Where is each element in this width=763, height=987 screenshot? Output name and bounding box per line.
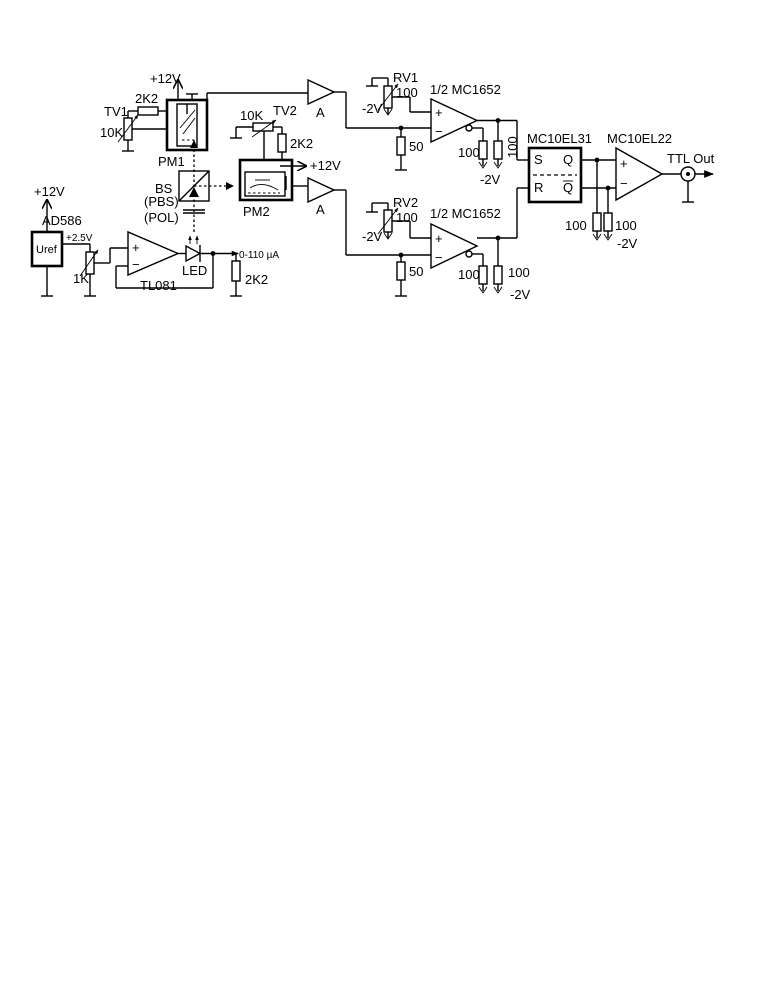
svg-text:−: − [435, 124, 443, 139]
pin-s: S [534, 152, 543, 167]
svg-text:-2V: -2V [362, 229, 383, 244]
label-10k-pm2: 10K [240, 108, 263, 123]
svg-text:A: A [316, 105, 325, 120]
amplifier-bottom: A [307, 176, 431, 256]
svg-text:100: 100 [505, 136, 520, 158]
label-pbs: (PBS) [144, 194, 179, 209]
pin-qbar: Q [563, 180, 573, 195]
label-el31: MC10EL31 [527, 131, 592, 146]
svg-text:-2V: -2V [480, 172, 501, 187]
svg-text:-2V: -2V [510, 287, 531, 302]
svg-text:+: + [435, 105, 443, 120]
svg-text:−: − [132, 257, 140, 272]
label-tv1: TV1 [104, 104, 128, 119]
amplifier-top: A [307, 78, 431, 129]
led: LED 0-110 µA 2K2 [182, 235, 279, 297]
beam-splitter: BS (PBS) (POL) [144, 170, 210, 225]
label-bs: BS [155, 181, 173, 196]
label-plus12-pm1: +12V [150, 71, 181, 86]
svg-text:+: + [132, 240, 140, 255]
label-1k: 1K [73, 271, 89, 286]
comparator-top: 1/2 MC1652 RV1 100 -2V 50 + − 10 [362, 70, 529, 187]
label-2k2-pm2: 2K2 [290, 136, 313, 151]
svg-text:+: + [620, 156, 628, 171]
svg-text:-2V: -2V [362, 101, 383, 116]
mc10el22-buffer: MC10EL22 + − TTL Out [607, 131, 715, 203]
svg-text:100: 100 [396, 85, 418, 100]
pin-q: Q [563, 152, 573, 167]
label-rv2: RV2 [393, 195, 418, 210]
label-ttl-out: TTL Out [667, 151, 715, 166]
label-ad586: AD586 [42, 213, 82, 228]
svg-text:100: 100 [458, 145, 480, 160]
svg-text:50: 50 [409, 264, 423, 279]
mc10el31-flipflop: MC10EL31 S Q R Q 100 100 -2V [527, 131, 638, 251]
pin-r: R [534, 180, 543, 195]
label-pm2: PM2 [243, 204, 270, 219]
svg-text:+: + [435, 231, 443, 246]
pot-1k: 1K [73, 244, 128, 297]
comparator-bottom: 1/2 MC1652 RV2 100 -2V 50 + − 100 [362, 187, 531, 302]
svg-text:-2V: -2V [617, 236, 638, 251]
label-tv2: TV2 [273, 103, 297, 118]
label-cmp-top: 1/2 MC1652 [430, 82, 501, 97]
label-tl081: TL081 [140, 278, 177, 293]
label-cmp-bottom: 1/2 MC1652 [430, 206, 501, 221]
ad586-reference: +12V AD586 Uref +2.5V [30, 184, 93, 297]
pm2-photomultiplier: 10K TV2 2K2 PM2 +12V [230, 103, 341, 219]
svg-text:50: 50 [409, 139, 423, 154]
label-10k-pm1: 10K [100, 125, 123, 140]
svg-text:100: 100 [615, 218, 637, 233]
light-paths [190, 140, 234, 232]
svg-text:A: A [316, 202, 325, 217]
label-plus12-ad586: +12V [34, 184, 65, 199]
label-2k2-led: 2K2 [245, 272, 268, 287]
svg-text:100: 100 [508, 265, 530, 280]
label-uref: Uref [36, 244, 58, 256]
label-el22: MC10EL22 [607, 131, 672, 146]
svg-text:100: 100 [396, 210, 418, 225]
label-pm1: PM1 [158, 154, 185, 169]
svg-text:−: − [435, 250, 443, 265]
label-2k2-pm1: 2K2 [135, 91, 158, 106]
pm1-photomultiplier: +12V 2K2 TV1 10K PM1 [100, 71, 308, 169]
label-2p5v: +2.5V [66, 233, 93, 244]
label-current-range: 0-110 µA [239, 250, 279, 261]
svg-text:100: 100 [458, 267, 480, 282]
svg-text:100: 100 [565, 218, 587, 233]
label-pol: (POL) [144, 210, 179, 225]
svg-text:−: − [620, 176, 628, 191]
label-led: LED [182, 263, 207, 278]
label-plus12-pm2: +12V [310, 158, 341, 173]
tl081-opamp: + − TL081 [115, 230, 214, 293]
label-rv1: RV1 [393, 70, 418, 85]
